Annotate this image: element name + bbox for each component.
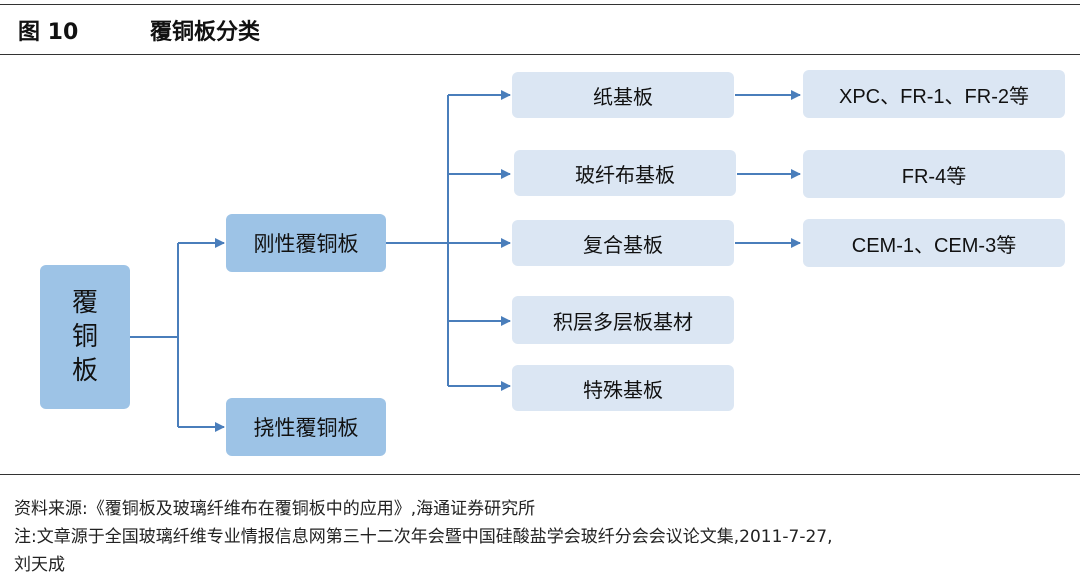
node-composite-grades: CEM-1、CEM-3等 xyxy=(803,219,1065,267)
footer-rule xyxy=(0,474,1080,475)
figure-title: 覆铜板分类 xyxy=(150,20,261,45)
node-rigid-ccl: 刚性覆铜板 xyxy=(226,214,386,272)
top-rule xyxy=(0,4,1080,5)
node-flexible-ccl: 挠性覆铜板 xyxy=(226,398,386,456)
node-paper-substrate: 纸基板 xyxy=(512,72,734,118)
figure-label: 图 10 xyxy=(18,20,79,45)
node-special-substrate: 特殊基板 xyxy=(512,365,734,411)
footnote-author: 刘天成 xyxy=(14,555,65,575)
node-composite-substrate: 复合基板 xyxy=(512,220,734,266)
footnote: 注:文章源于全国玻璃纤维专业情报信息网第三十二次年会暨中国硅酸盐学会玻纤分会会议… xyxy=(14,527,833,547)
title-rule xyxy=(0,54,1080,55)
node-glass-fabric-substrate: 玻纤布基板 xyxy=(514,150,736,196)
root-node: 覆 铜 板 xyxy=(40,265,130,409)
node-paper-grades: XPC、FR-1、FR-2等 xyxy=(803,70,1065,118)
node-glass-grades: FR-4等 xyxy=(803,150,1065,198)
node-buildup-multilayer-material: 积层多层板基材 xyxy=(512,296,734,344)
source-note: 资料来源:《覆铜板及玻璃纤维布在覆铜板中的应用》,海通证券研究所 xyxy=(14,499,536,519)
